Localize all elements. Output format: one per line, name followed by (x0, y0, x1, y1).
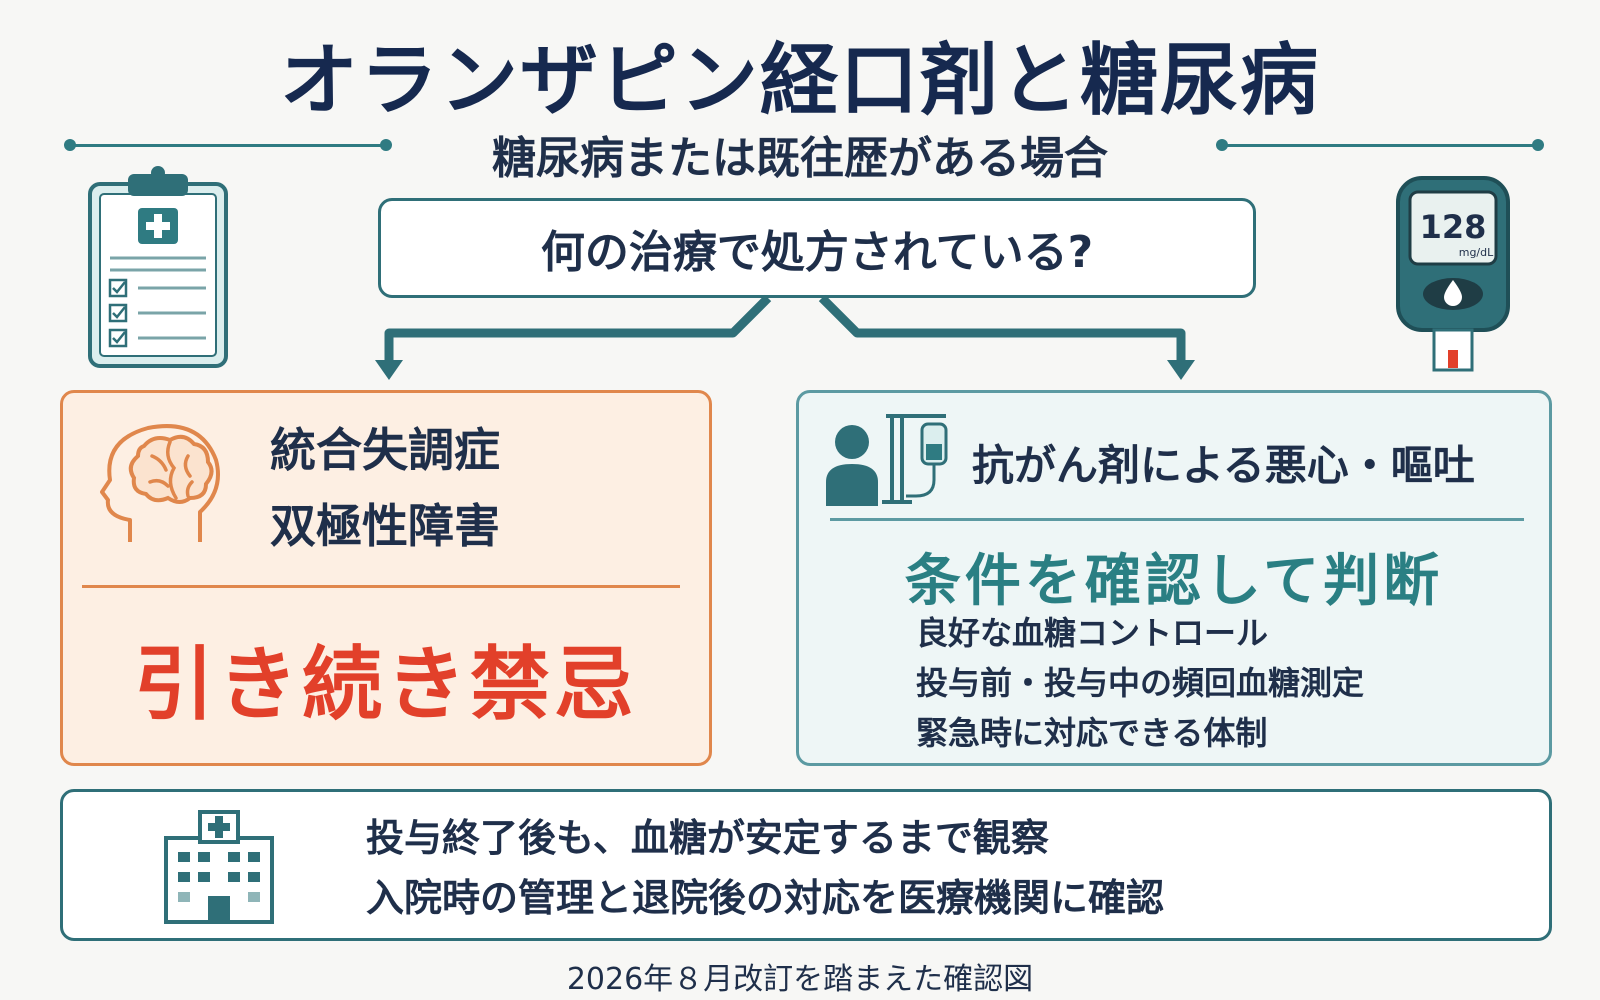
rule-dot-left-end (380, 139, 392, 151)
antiemetic-heading: 抗がん剤による悪心・嘔吐 (972, 441, 1475, 490)
right-card-divider (830, 518, 1524, 521)
condition-item: 投与前・投与中の頻回血糖測定 (916, 664, 1365, 702)
meter-reading: 128 (1420, 208, 1487, 246)
glucose-meter-icon: 128 mg/dL (1396, 176, 1510, 372)
left-card-divider (82, 585, 680, 588)
condition-bipolar: 双極性障害 (270, 499, 500, 553)
hospital-icon (164, 810, 274, 924)
brain-head-icon (100, 424, 220, 542)
subtitle: 糖尿病または既往歴がある場合 (492, 133, 1108, 184)
question-box: 何の治療で処方されている? (378, 198, 1256, 298)
question-text: 何の治療で処方されている? (540, 227, 1094, 278)
verdict-contraindicated: 引き続き禁忌 (134, 638, 638, 731)
page-title: オランザピン経口剤と糖尿病 (279, 36, 1320, 126)
subtitle-rule-right (1222, 144, 1538, 147)
condition-item: 良好な血糖コントロール (916, 614, 1269, 652)
psychiatric-conditions: 統合失調症 双極性障害 (270, 412, 690, 564)
condition-list: 良好な血糖コントロール 投与前・投与中の頻回血糖測定 緊急時に対応できる体制 (916, 608, 1516, 758)
meter-unit: mg/dL (1459, 246, 1494, 259)
condition-schizophrenia: 統合失調症 (270, 423, 500, 477)
follow-up-line: 入院時の管理と退院後の対応を医療機関に確認 (366, 876, 1165, 920)
footer-caption: 2026年８月改訂を踏まえた確認図 (566, 962, 1034, 997)
follow-up-line: 投与終了後も、血糖が安定するまで観察 (366, 816, 1049, 860)
follow-up-card (60, 789, 1552, 941)
subtitle-rule-left (70, 144, 386, 147)
clipboard-icon (88, 166, 228, 368)
verdict-conditional: 条件を確認して判断 (904, 549, 1444, 614)
patient-iv-icon (826, 414, 948, 506)
follow-up-notes: 投与終了後も、血糖が安定するまで観察 入院時の管理と退院後の対応を医療機関に確認 (366, 808, 1526, 928)
condition-item: 緊急時に対応できる体制 (916, 714, 1268, 752)
rule-dot-right-end (1532, 139, 1544, 151)
